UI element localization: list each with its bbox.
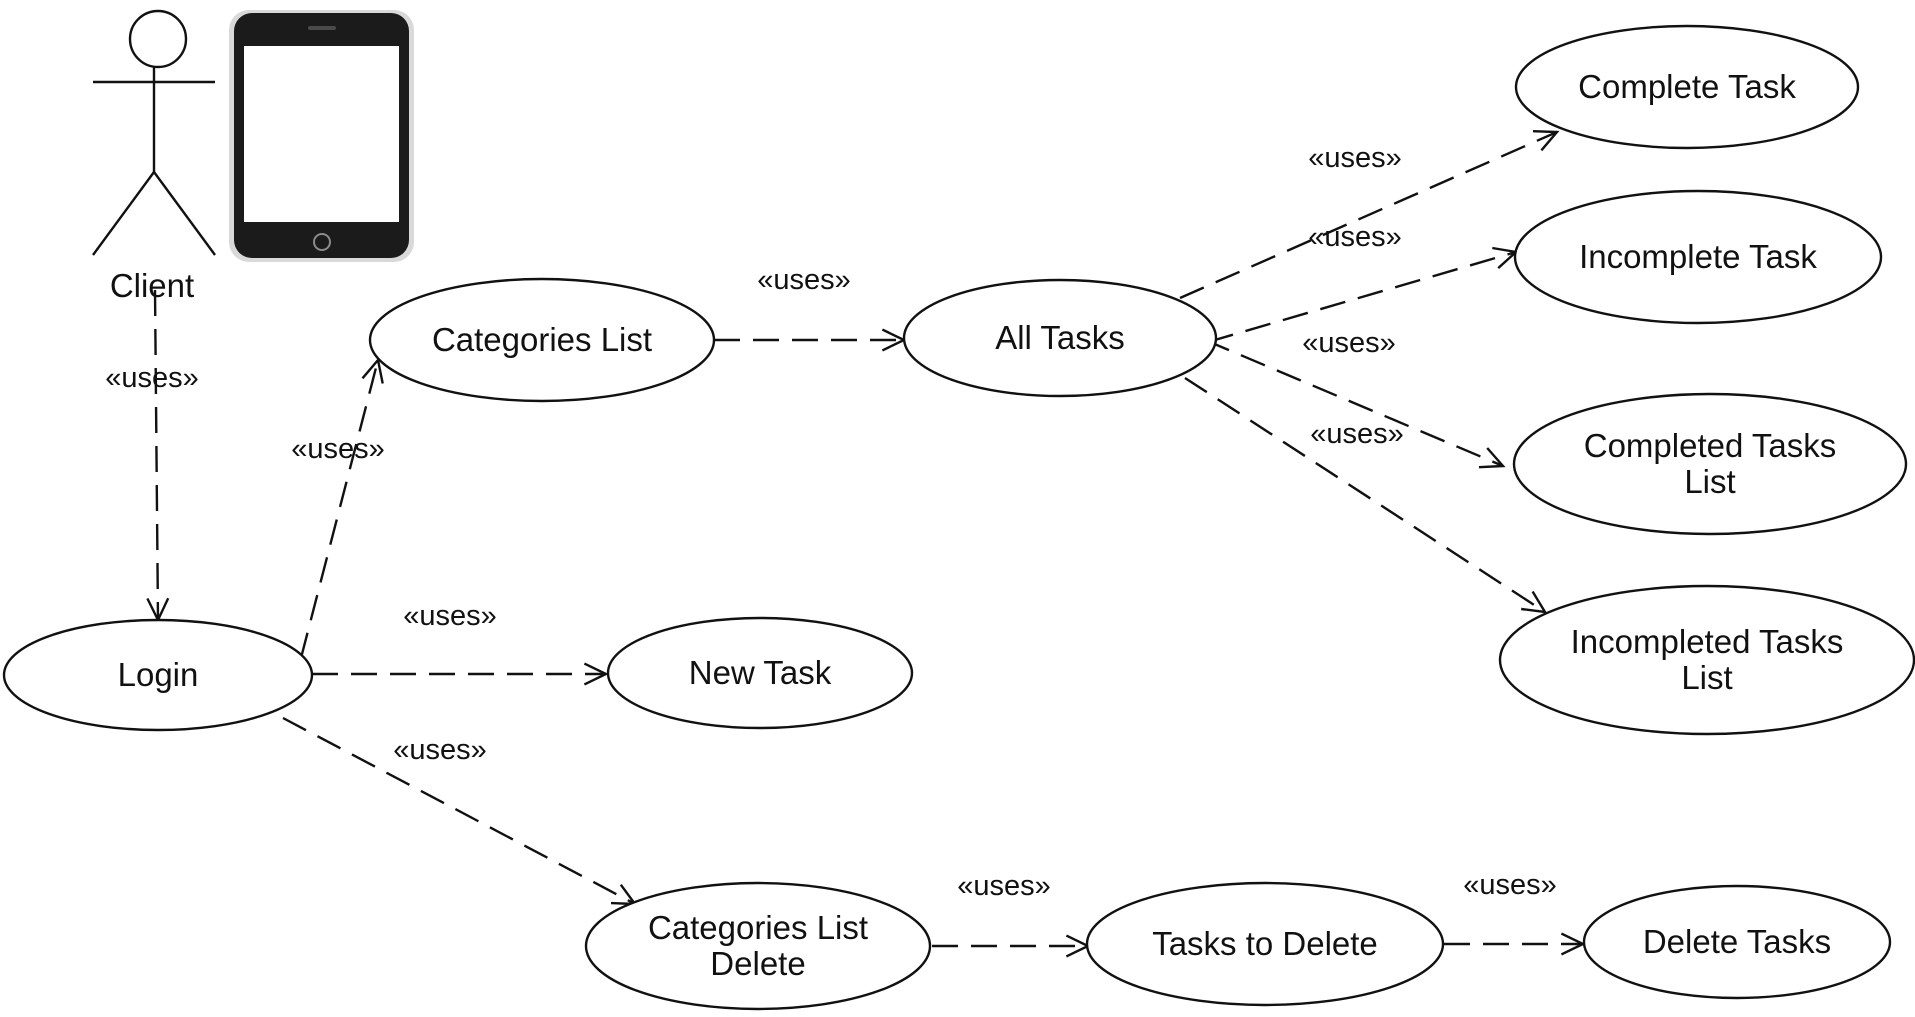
use-case-login: Login (2, 618, 314, 732)
use-case-tasks-to-delete: Tasks to Delete (1085, 881, 1445, 1007)
dashed-connector (299, 359, 380, 659)
uses-stereotype-label: «uses» (403, 600, 497, 632)
open-arrowhead-icon (583, 662, 609, 686)
uses-relation-tasks-to-delete-to-delete-tasks (1444, 932, 1586, 956)
use-case-label: Completed Tasks (1584, 427, 1837, 464)
uses-relation-login-to-categories-list (299, 357, 384, 659)
use-case-ellipse (368, 277, 716, 403)
use-case-complete-task: Complete Task (1514, 24, 1860, 150)
dashed-connector (1184, 376, 1546, 614)
uses-stereotype-label: «uses» (105, 362, 199, 394)
dashed-connector (1207, 250, 1517, 344)
use-case-label: Incompleted Tasks (1571, 623, 1844, 660)
use-case-label: New Task (689, 654, 832, 691)
use-case-label: Incomplete Task (1579, 238, 1817, 275)
use-case-ellipse (584, 881, 932, 1011)
uses-relation-all-tasks-to-complete-task (1179, 130, 1560, 300)
use-case-label: Complete Task (1578, 68, 1796, 105)
use-case-ellipse (2, 618, 314, 732)
use-case-ellipse (1498, 584, 1915, 736)
use-case-label: Categories List (648, 909, 868, 946)
open-arrowhead-icon (1521, 590, 1548, 614)
use-case-label: Delete (710, 945, 805, 982)
open-arrowhead-icon (1478, 447, 1506, 469)
use-case-ellipse (902, 278, 1218, 398)
use-case-incomplete-task: Incomplete Task (1513, 189, 1883, 325)
use-case-label: List (1684, 463, 1735, 500)
use-case-categories-list: Categories List (368, 277, 716, 403)
use-case-ellipse (1085, 881, 1445, 1007)
use-case-ellipse (1513, 189, 1883, 325)
uses-relation-all-tasks-to-completed-tasks-list (1204, 338, 1506, 469)
uses-relation-actor-to-login (146, 289, 170, 623)
dashed-connector (1179, 130, 1558, 300)
use-case-label: Login (118, 656, 199, 693)
uses-relation-login-to-new-task (312, 662, 609, 686)
use-case-ellipse (1582, 884, 1892, 1000)
use-case-delete-tasks: Delete Tasks (1582, 884, 1892, 1000)
use-case-label: Delete Tasks (1643, 923, 1831, 960)
smartphone-icon (229, 10, 414, 262)
use-case-ellipse (606, 616, 914, 730)
actor-label: Client (110, 267, 194, 304)
actor-left-leg (92, 171, 155, 256)
dashed-connector (282, 716, 636, 906)
use-case-label: List (1681, 659, 1732, 696)
use-case-all-tasks: All Tasks (902, 278, 1218, 398)
uses-stereotype-label: «uses» (1302, 327, 1396, 359)
uses-stereotype-label: «uses» (393, 734, 487, 766)
use-case-label: All Tasks (995, 319, 1125, 356)
uses-stereotype-label: «uses» (291, 433, 385, 465)
use-case-ellipse (1512, 392, 1908, 536)
uses-relation-all-tasks-to-incompleted-tasks-list (1184, 376, 1548, 614)
uses-relation-categories-list-delete-to-tasks-to-delete (932, 934, 1091, 958)
use-case-ellipse (1514, 24, 1860, 150)
uses-relation-categories-list-to-all-tasks (714, 328, 907, 352)
uses-stereotype-label: «uses» (957, 870, 1051, 902)
dashed-connector (153, 289, 160, 621)
uses-stereotype-label: «uses» (1308, 142, 1402, 174)
uses-stereotype-label: «uses» (757, 264, 851, 296)
use-case-label: Tasks to Delete (1152, 925, 1378, 962)
open-arrowhead-icon (1492, 246, 1519, 269)
client-actor: Client (92, 9, 216, 304)
actor-right-leg (153, 171, 216, 256)
open-arrowhead-icon (1532, 130, 1560, 152)
use-case-new-task: New Task (606, 616, 914, 730)
use-case-label: Categories List (432, 321, 652, 358)
dashed-connector (1204, 338, 1504, 468)
actor-head (128, 9, 188, 69)
uses-stereotype-label: «uses» (1463, 869, 1557, 901)
uses-stereotype-label: «uses» (1310, 418, 1404, 450)
uses-stereotype-label: «uses» (1308, 221, 1402, 253)
